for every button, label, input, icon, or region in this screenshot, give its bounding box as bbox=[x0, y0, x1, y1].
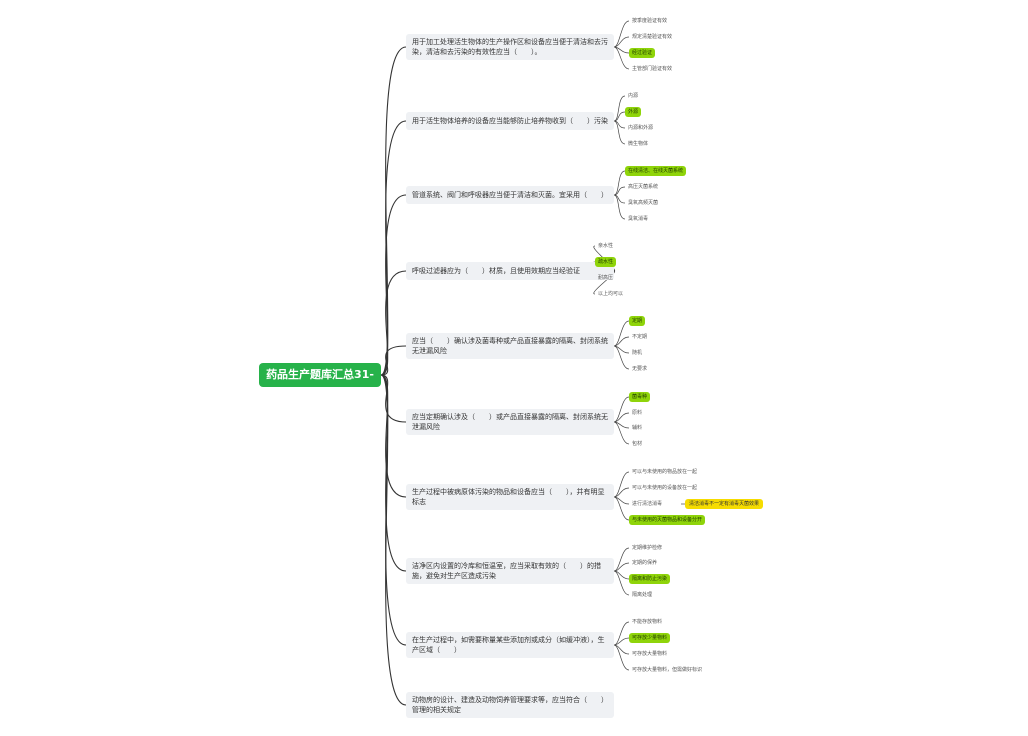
root-topic[interactable]: 药品生产题库汇总31-40 bbox=[259, 363, 381, 405]
option-line bbox=[613, 644, 630, 671]
option[interactable]: 以上均可以 bbox=[598, 291, 624, 297]
question-node[interactable]: 应当（ ）确认涉及菌毒种或产品直接暴露的隔离、封闭系统无泄漏风险 bbox=[406, 333, 614, 359]
branch-line bbox=[380, 374, 407, 498]
question-node[interactable]: 管道系统、阀门和呼吸器应当便于清洁和灭菌。宜采用（ ） bbox=[406, 186, 614, 204]
correct-option[interactable]: 外源 bbox=[625, 107, 642, 117]
correct-option[interactable]: 疏水性 bbox=[595, 257, 617, 267]
option[interactable]: 可存放大量物料 bbox=[632, 651, 668, 657]
branch-line bbox=[380, 374, 407, 572]
option-line bbox=[613, 170, 626, 196]
question-node[interactable]: 生产过程中被病原体污染的物品和设备应当（ ），并有明显标志 bbox=[406, 484, 614, 510]
option[interactable]: 原料 bbox=[632, 410, 643, 416]
option-line bbox=[613, 562, 630, 572]
option-line bbox=[613, 621, 630, 646]
question-text: 洁净区内设置的冷库和恒温室，应当采取有效的（ ）的措施，避免对生产区造成污染 bbox=[412, 562, 601, 580]
option[interactable]: 按季度验证有效 bbox=[632, 18, 668, 24]
option-line bbox=[613, 471, 630, 498]
option-line bbox=[613, 36, 630, 48]
option[interactable]: 定期的保养 bbox=[632, 560, 658, 566]
option[interactable]: 规定清楚验证有效 bbox=[632, 34, 673, 40]
option-line bbox=[613, 95, 626, 122]
option-line bbox=[613, 547, 630, 572]
question-text: 用于活生物体培养的设备应当能够防止培养物收到（ ）污染 bbox=[412, 117, 608, 125]
option[interactable]: 隔离处理 bbox=[632, 592, 653, 598]
option-line bbox=[613, 570, 630, 596]
option[interactable]: 可存放大量物料，但需做好标识 bbox=[632, 667, 703, 673]
question-text: 动物房的设计、建造及动物饲养管理要求等，应当符合（ ）管理的相关规定 bbox=[412, 696, 608, 714]
option[interactable]: 辅料 bbox=[632, 425, 643, 431]
question-text: 呼吸过滤器应为（ ）材质，且使用效期应当经验证 bbox=[412, 267, 580, 275]
option-line bbox=[613, 412, 630, 423]
option[interactable]: 臭氧消毒 bbox=[628, 216, 649, 222]
question-node[interactable]: 用于加工处理活生物体的生产操作区和设备应当便于清洁和去污染，清洁和去污染的有效性… bbox=[406, 34, 614, 60]
option-line bbox=[613, 487, 630, 498]
option-line bbox=[613, 46, 630, 70]
option-line bbox=[613, 396, 630, 423]
question-node[interactable]: 用于活生物体培养的设备应当能够防止培养物收到（ ）污染 bbox=[406, 112, 614, 130]
option-line bbox=[613, 194, 626, 220]
option[interactable]: 定期维护检修 bbox=[632, 545, 663, 551]
correct-option[interactable]: 在线清洁、在线灭菌系统 bbox=[625, 166, 687, 176]
option[interactable]: 可以与未使用的物品放在一起 bbox=[632, 469, 698, 475]
question-text: 生产过程中被病原体污染的物品和设备应当（ ），并有明显标志 bbox=[412, 488, 605, 506]
question-node[interactable]: 应当定期确认涉及（ ）或产品直接暴露的隔离、封闭系统无泄漏风险 bbox=[406, 409, 614, 435]
question-text: 管道系统、阀门和呼吸器应当便于清洁和灭菌。宜采用（ ） bbox=[412, 191, 608, 199]
option-line bbox=[613, 120, 626, 145]
branch-line bbox=[380, 194, 407, 376]
option[interactable]: 随机 bbox=[632, 350, 643, 356]
option[interactable]: 耐高压 bbox=[598, 275, 614, 281]
option-line bbox=[613, 336, 630, 347]
correct-option[interactable]: 定期 bbox=[629, 316, 646, 326]
branch-line bbox=[380, 374, 407, 706]
option[interactable]: 微生物体 bbox=[628, 141, 649, 147]
option[interactable]: 不定期 bbox=[632, 334, 648, 340]
branch-line bbox=[380, 374, 407, 646]
branch-line bbox=[380, 270, 407, 376]
option[interactable]: 亲水性 bbox=[598, 243, 614, 249]
question-node[interactable]: 洁净区内设置的冷库和恒温室，应当采取有效的（ ）的措施，避免对生产区造成污染 bbox=[406, 558, 614, 584]
question-node[interactable]: 呼吸过滤器应为（ ）材质，且使用效期应当经验证 bbox=[406, 262, 614, 280]
branch-line bbox=[380, 46, 407, 376]
branch-line bbox=[380, 120, 407, 376]
option-line bbox=[613, 637, 630, 646]
option-line bbox=[613, 20, 630, 48]
question-text: 应当（ ）确认涉及菌毒种或产品直接暴露的隔离、封闭系统无泄漏风险 bbox=[412, 337, 608, 355]
branch-line bbox=[380, 345, 407, 376]
correct-option[interactable]: 隔离和防止污染 bbox=[629, 574, 671, 584]
option-line bbox=[613, 111, 626, 122]
option[interactable]: 高压灭菌系统 bbox=[628, 184, 659, 190]
question-text: 用于加工处理活生物体的生产操作区和设备应当便于清洁和去污染，清洁和去污染的有效性… bbox=[412, 38, 608, 56]
option-line bbox=[613, 320, 630, 347]
correct-option[interactable]: 菌毒种 bbox=[629, 392, 651, 402]
option[interactable]: 主管部门验证有效 bbox=[632, 66, 673, 72]
question-text: 应当定期确认涉及（ ）或产品直接暴露的隔离、封闭系统无泄漏风险 bbox=[412, 413, 608, 431]
question-text: 在生产过程中，如需要称量某些添加剂或成分（如缓冲液），生产区域（ ） bbox=[412, 636, 605, 654]
option-line bbox=[613, 345, 630, 370]
option[interactable]: 包材 bbox=[632, 441, 643, 447]
branch-line bbox=[380, 374, 407, 423]
option[interactable]: 内源 bbox=[628, 93, 639, 99]
option[interactable]: 可以与未使用的设备放在一起 bbox=[632, 485, 698, 491]
option-line bbox=[613, 46, 630, 54]
option-line bbox=[613, 496, 630, 521]
option[interactable]: 无要求 bbox=[632, 366, 648, 372]
option[interactable]: 不能存放物料 bbox=[632, 619, 663, 625]
question-node[interactable]: 在生产过程中，如需要称量某些添加剂或成分（如缓冲液），生产区域（ ） bbox=[406, 632, 614, 658]
correct-option[interactable]: 与未使用的灭菌物品和设备分开 bbox=[629, 515, 706, 525]
option-line bbox=[613, 186, 626, 196]
option[interactable]: 臭氧高频灭菌 bbox=[628, 200, 659, 206]
correct-option[interactable]: 可存放少量物料 bbox=[629, 633, 671, 643]
correct-option[interactable]: 经过验证 bbox=[629, 48, 656, 58]
option[interactable]: 进行清洁消毒 bbox=[632, 501, 663, 507]
option[interactable]: 内源和外源 bbox=[628, 125, 654, 131]
note-callout[interactable]: 清洁消毒不一定有消毒灭菌效果 bbox=[685, 499, 764, 509]
option-line bbox=[613, 421, 630, 445]
option-line bbox=[613, 421, 630, 429]
question-node[interactable]: 动物房的设计、建造及动物饲养管理要求等，应当符合（ ）管理的相关规定 bbox=[406, 692, 614, 718]
